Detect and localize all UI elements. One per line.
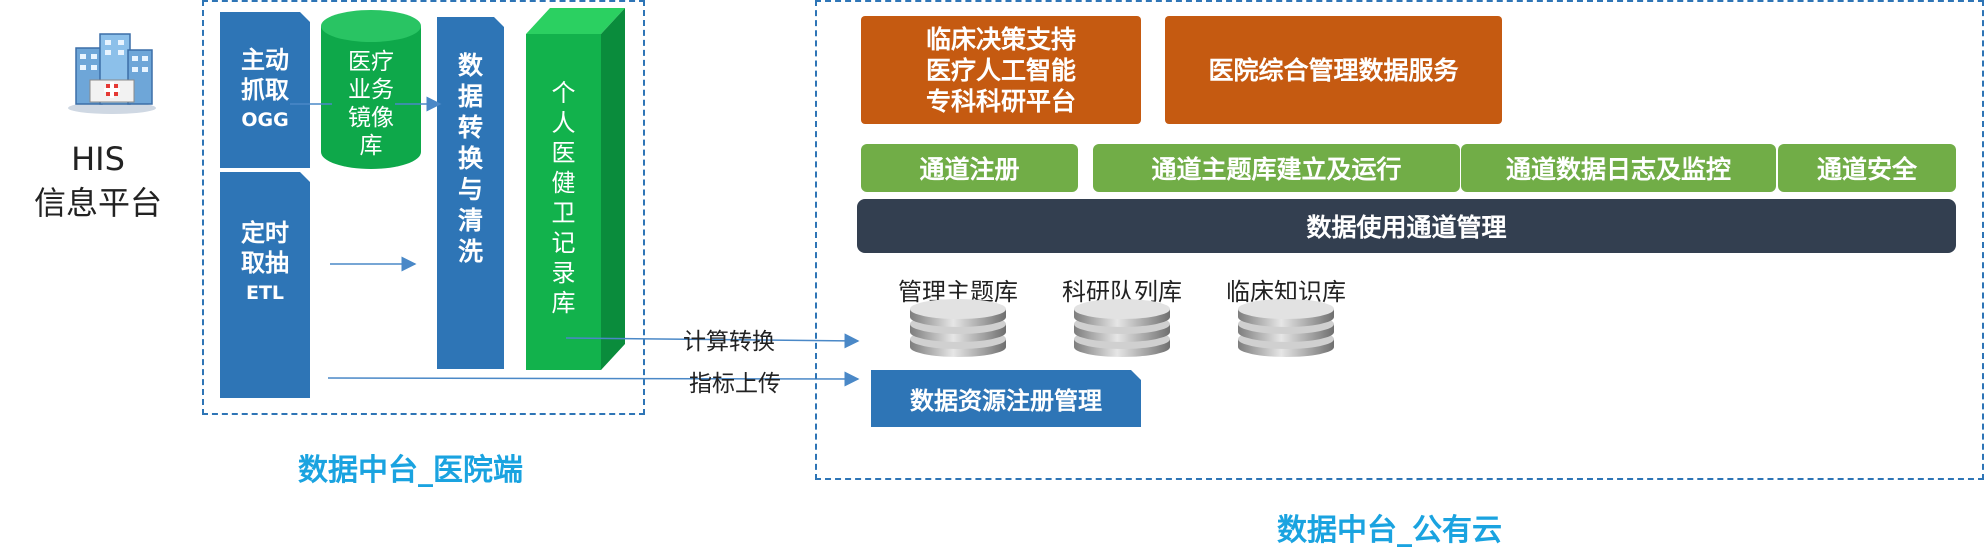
- hospital-side-caption: 数据中台_医院端: [298, 453, 523, 488]
- arrow-metrics-to-registry: [327, 371, 860, 387]
- his-subtitle: 信息平台: [33, 184, 162, 222]
- active-fetch-line2: 抓取: [241, 76, 289, 104]
- transform-char: 换: [457, 143, 483, 173]
- clinical-line2: 医疗人工智能: [925, 55, 1076, 85]
- active-fetch-ogg-box: 主动 抓取 OGG: [220, 12, 310, 168]
- scheduled-fetch-line2: 取抽: [241, 249, 289, 277]
- mirror-db-line2: 业务: [348, 77, 394, 103]
- transform-char: 与: [457, 174, 483, 204]
- data-resource-registry-box: 数据资源注册管理: [871, 370, 1141, 427]
- hospital-building-icon: [68, 33, 156, 114]
- scheduled-fetch-etl-box: 定时 取抽 ETL: [220, 172, 310, 398]
- mirror-database-cylinder: 医疗 业务 镜像 库: [321, 10, 421, 170]
- record-char: 卫: [551, 199, 576, 227]
- active-fetch-line1: 主动: [241, 46, 289, 74]
- record-char: 个: [551, 79, 576, 107]
- public-cloud-container: [815, 0, 1984, 480]
- transform-char: 清: [457, 205, 483, 235]
- compute-transform-label: 计算转换: [683, 329, 775, 355]
- channel-log-monitor-box: 通道数据日志及监控: [1461, 144, 1776, 192]
- record-char: 人: [551, 109, 576, 137]
- record-char: 记: [551, 229, 576, 257]
- record-char: 健: [551, 169, 576, 197]
- scheduled-fetch-line1: 定时: [241, 219, 289, 247]
- his-title: HIS: [71, 140, 125, 178]
- transform-char: 数: [457, 50, 483, 80]
- cylinder-shape: [321, 10, 421, 169]
- metrics-upload-label: 指标上传: [689, 371, 781, 397]
- management-topic-db-icon: [910, 299, 1006, 357]
- mirror-db-line3: 镜像: [348, 105, 394, 131]
- personal-health-record-box: 个人医健卫记录库: [526, 8, 625, 370]
- arrow-record-to-cloud: [565, 333, 860, 349]
- mirror-db-line1: 医疗: [348, 49, 394, 75]
- public-cloud-caption: 数据中台_公有云: [1277, 513, 1502, 548]
- channel-register-box: 通道注册: [861, 144, 1078, 192]
- hospital-side-container: [202, 0, 645, 415]
- transform-char: 据: [457, 81, 483, 111]
- data-channel-management-bar: 数据使用通道管理: [857, 199, 1956, 253]
- his-platform: HIS 信息平台: [28, 28, 178, 222]
- channel-security-box: 通道安全: [1778, 144, 1956, 192]
- record-char: 医: [551, 139, 576, 167]
- research-cohort-db-icon: [1074, 299, 1170, 357]
- clinical-platform-box: 临床决策支持 医疗人工智能 专科科研平台: [861, 16, 1141, 124]
- scheduled-fetch-line3: ETL: [245, 282, 285, 304]
- clinical-line1: 临床决策支持: [925, 24, 1076, 54]
- channel-topic-db-box: 通道主题库建立及运行: [1093, 144, 1460, 192]
- transform-char: 洗: [457, 236, 483, 266]
- clinical-line3: 专科科研平台: [925, 86, 1076, 116]
- 3d-box-shape: [526, 8, 625, 370]
- hospital-management-data-box: 医院综合管理数据服务: [1165, 16, 1502, 124]
- record-char: 录: [551, 259, 576, 287]
- data-transform-cleaning-box: 数据转换与清洗: [437, 17, 504, 369]
- transform-char: 转: [457, 112, 483, 142]
- clinical-knowledge-db-icon: [1238, 299, 1334, 357]
- record-char: 库: [551, 289, 576, 317]
- mirror-db-line4: 库: [359, 133, 383, 159]
- active-fetch-line3: OGG: [241, 109, 289, 131]
